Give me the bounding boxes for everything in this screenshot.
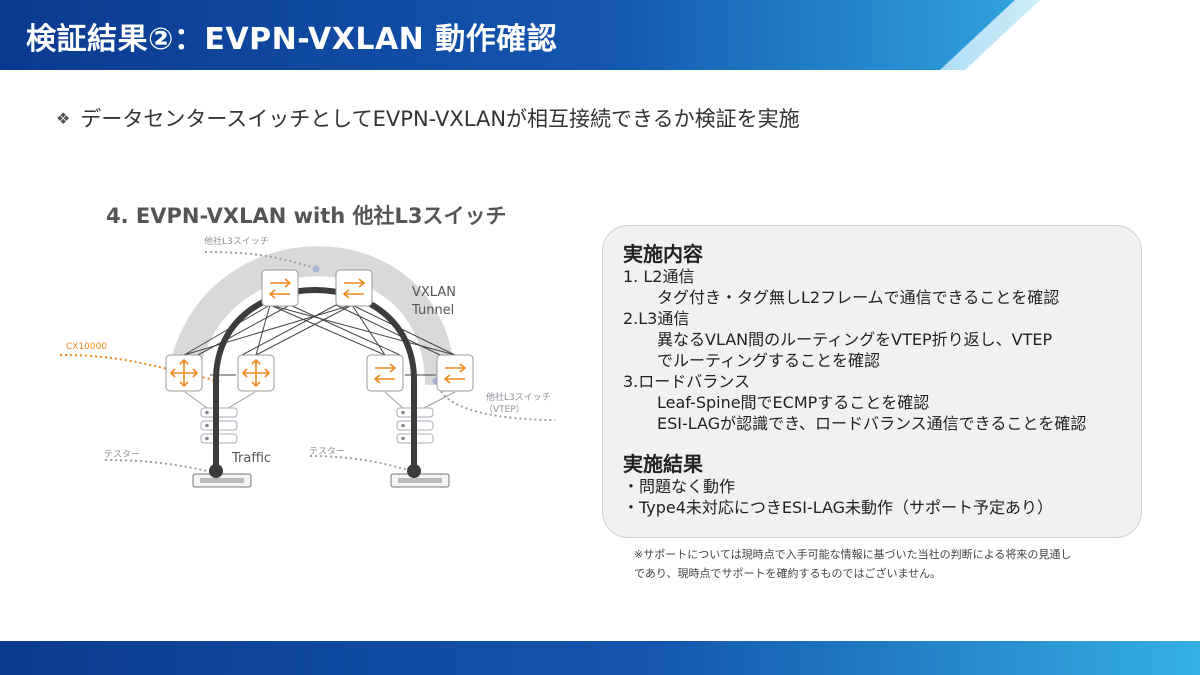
footnote-line-1: ※サポートについては現時点で入手可能な情報に基づいた当社の判断による将来の見通し bbox=[634, 548, 1072, 561]
label-traffic: Traffic bbox=[231, 451, 271, 466]
impl-item-2-sub-1: 異なるVLAN間のルーティングをVTEP折り返し、VTEP bbox=[657, 330, 1053, 349]
footer-bar bbox=[0, 641, 1200, 675]
result-item-2: ・Type4未対応につきESI-LAG未動作（サポート予定あり） bbox=[623, 498, 1054, 517]
impl-item-3-sub-1: Leaf-Spine間でECMPすることを確認 bbox=[657, 393, 930, 412]
diamond-bullet-icon: ❖ bbox=[56, 109, 71, 128]
callout-right bbox=[437, 381, 556, 421]
label-cx10000: CX10000 bbox=[66, 342, 107, 352]
impl-item-2: 2.L3通信 bbox=[623, 309, 690, 328]
callout-dot-top bbox=[312, 265, 320, 273]
details-box: 実施内容 1. L2通信 タグ付き・タグ無しL2フレームで通信できることを確認 … bbox=[602, 225, 1142, 538]
label-vxlan: VXLAN bbox=[412, 285, 456, 300]
impl-item-2-sub-2: でルーティングすることを確認 bbox=[657, 351, 881, 370]
result-item-1: ・問題なく動作 bbox=[623, 477, 736, 496]
impl-heading: 実施内容 bbox=[623, 242, 703, 266]
page-title: 検証結果②：EVPN-VXLAN 動作確認 bbox=[26, 22, 558, 57]
callout-tester-right bbox=[309, 455, 409, 471]
callout-top bbox=[204, 251, 316, 269]
impl-item-3-sub-2: ESI-LAGが認識でき、ロードバランス通信できることを確認 bbox=[657, 414, 1087, 433]
vxlan-tunnel-band bbox=[167, 246, 455, 388]
server-stack-left bbox=[200, 407, 238, 444]
spine-switch-right bbox=[335, 269, 373, 307]
spine-switch-left bbox=[261, 269, 299, 307]
impl-item-1-sub-1: タグ付き・タグ無しL2フレームで通信できることを確認 bbox=[657, 288, 1060, 307]
network-diagram: 他社L3スイッチ CX10000 VXLAN Tunnel 他社L3スイッチ （… bbox=[59, 235, 556, 488]
spine-leaf-links bbox=[183, 304, 456, 376]
leaf-switch-other-1 bbox=[366, 354, 404, 392]
result-heading: 実施結果 bbox=[623, 452, 703, 476]
diagram-title: 4. EVPN-VXLAN with 他社L3スイッチ bbox=[106, 204, 507, 228]
leaf-switch-cx10000-2 bbox=[237, 354, 275, 392]
footnote: ※サポートについては現時点で入手可能な情報に基づいた当社の判断による将来の見通し… bbox=[634, 545, 1154, 583]
traffic-endpoint-right bbox=[407, 464, 421, 478]
leaf-switch-cx10000-1 bbox=[165, 354, 203, 392]
header-background bbox=[0, 0, 1040, 70]
header-bar: 検証結果②：EVPN-VXLAN 動作確認 bbox=[0, 0, 1200, 72]
leaf-switch-other-2 bbox=[436, 354, 474, 392]
summary-text: データセンタースイッチとしてEVPN-VXLANが相互接続できるか検証を実施 bbox=[80, 107, 800, 131]
summary-bullet: ❖ データセンタースイッチとしてEVPN-VXLANが相互接続できるか検証を実施 bbox=[56, 103, 800, 133]
traffic-path bbox=[213, 287, 417, 473]
tester-device-left bbox=[192, 473, 252, 488]
label-vtep: （VTEP） bbox=[484, 404, 525, 415]
impl-item-1: 1. L2通信 bbox=[623, 267, 695, 286]
traffic-endpoint-left bbox=[209, 464, 223, 478]
label-tester-right: テスター bbox=[309, 446, 345, 457]
footnote-line-2: であり、現時点でサポートを確約するものではございません。 bbox=[634, 567, 942, 580]
label-other-l3-right: 他社L3スイッチ bbox=[486, 391, 551, 403]
callout-tester-left bbox=[104, 459, 213, 473]
label-tester-left: テスター bbox=[104, 449, 140, 460]
leaf-server-links bbox=[184, 391, 456, 411]
label-other-l3-top: 他社L3スイッチ bbox=[204, 235, 269, 247]
impl-item-3: 3.ロードバランス bbox=[623, 372, 750, 391]
label-tunnel: Tunnel bbox=[411, 303, 454, 318]
tester-device-right bbox=[390, 473, 450, 488]
